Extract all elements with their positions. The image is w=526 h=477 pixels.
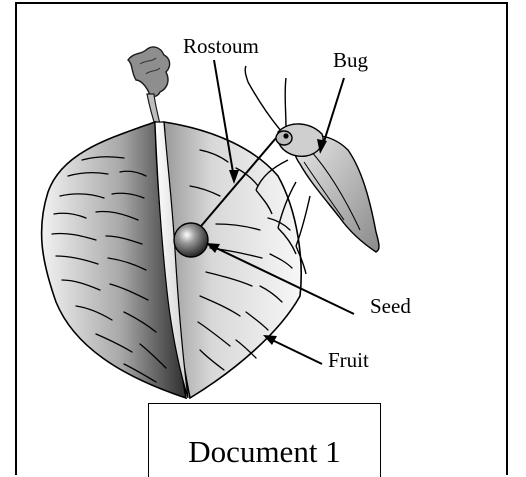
label-rostoum: Rostoum: [183, 36, 259, 57]
label-seed: Seed: [370, 296, 411, 317]
label-fruit: Fruit: [328, 350, 369, 371]
caption-box: Document 1: [148, 403, 381, 477]
fruit-calyx: [128, 47, 170, 128]
label-bug: Bug: [333, 50, 368, 71]
seed-icon: [174, 223, 208, 257]
caption-text: Document 1: [149, 434, 380, 470]
